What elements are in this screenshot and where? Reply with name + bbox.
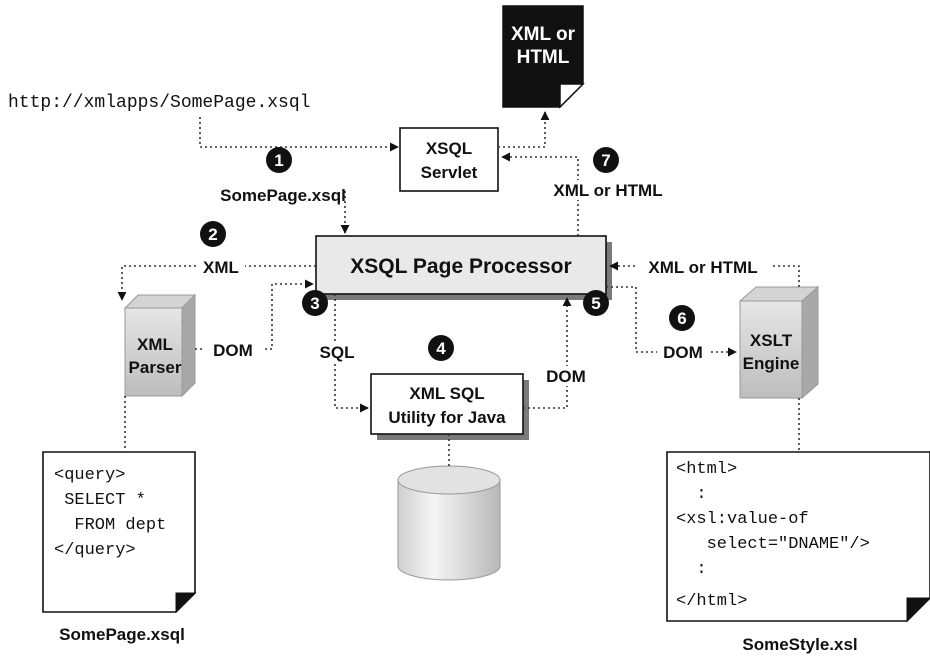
processor-to-parser-arrow <box>117 265 316 301</box>
label-xml-or-html-top: XML or HTML <box>553 181 662 200</box>
label-somepage-xsql: SomePage.xsql <box>220 186 346 205</box>
output-doc-line2: HTML <box>517 47 570 68</box>
style-line-3: <xsl:value-of <box>676 510 809 529</box>
processor-to-utility-arrow <box>334 294 369 413</box>
query-caption: SomePage.xsql <box>59 625 185 644</box>
svg-text:3: 3 <box>310 294 319 313</box>
parser-line1: XML <box>137 335 173 354</box>
style-line-4: select="DNAME"/> <box>676 535 870 554</box>
step-1-badge: 1 <box>266 147 292 173</box>
step-markers: 1 2 3 4 5 6 7 <box>200 147 695 361</box>
output-document: XML or HTML <box>502 5 585 109</box>
label-sql: SQL <box>320 343 355 362</box>
style-line-1: <html> <box>676 460 737 479</box>
stylesheet-document: <html> : <xsl:value-of select="DNAME"/> … <box>666 451 930 623</box>
request-url: http://xmlapps/SomePage.xsql <box>8 93 310 113</box>
processor-label: XSQL Page Processor <box>350 255 571 278</box>
style-line-5: : <box>676 560 707 579</box>
step-6-badge: 6 <box>669 305 695 331</box>
xsql-servlet-box: XSQL Servlet <box>399 127 499 192</box>
query-line-4: </query> <box>54 541 136 560</box>
xslt-engine-cube: XSLT Engine <box>738 285 820 400</box>
label-dom-util: DOM <box>546 367 586 386</box>
query-line-1: <query> <box>54 466 125 485</box>
xslt-line2: Engine <box>743 354 800 373</box>
step-4-badge: 4 <box>428 335 454 361</box>
xml-parser-cube: XML Parser <box>123 293 197 398</box>
servlet-line1: XSQL <box>426 139 472 158</box>
servlet-line2: Servlet <box>421 163 478 182</box>
output-doc-line1: XML or <box>511 24 576 45</box>
style-line-6: </html> <box>676 592 747 611</box>
svg-text:1: 1 <box>274 151 283 170</box>
parser-line2: Parser <box>129 358 182 377</box>
query-document: <query> SELECT * FROM dept </query> <box>42 451 197 614</box>
svg-text:2: 2 <box>208 225 217 244</box>
utility-to-processor-arrow <box>523 297 572 409</box>
svg-text:7: 7 <box>601 151 610 170</box>
url-to-servlet-arrow <box>199 117 399 152</box>
svg-text:6: 6 <box>677 309 686 328</box>
svg-text:4: 4 <box>436 339 446 358</box>
label-xml-or-html-right: XML or HTML <box>648 258 757 277</box>
step-2-badge: 2 <box>200 221 226 247</box>
step-5-badge: 5 <box>583 290 609 316</box>
step-7-badge: 7 <box>593 147 619 173</box>
step-3-badge: 3 <box>302 290 328 316</box>
servlet-to-output-arrow <box>498 111 550 148</box>
query-line-2: SELECT * <box>54 491 146 510</box>
connector-labels: SomePage.xsql XML DOM SQL DOM DOM XML or… <box>197 180 770 386</box>
processor-to-servlet-arrow <box>501 152 579 236</box>
label-xml: XML <box>203 258 239 277</box>
style-line-2: : <box>676 485 707 504</box>
style-caption: SomeStyle.xsl <box>742 635 857 654</box>
label-dom-right: DOM <box>663 343 703 362</box>
xml-sql-utility-box: XML SQL Utility for Java <box>370 373 529 440</box>
database-icon <box>397 465 501 581</box>
utility-line2: Utility for Java <box>388 408 506 427</box>
utility-line1: XML SQL <box>409 384 484 403</box>
svg-text:5: 5 <box>591 294 600 313</box>
xsql-page-processor-box: XSQL Page Processor <box>315 235 612 300</box>
label-dom-left: DOM <box>213 341 253 360</box>
xslt-line1: XSLT <box>750 331 793 350</box>
query-line-3: FROM dept <box>54 516 166 535</box>
